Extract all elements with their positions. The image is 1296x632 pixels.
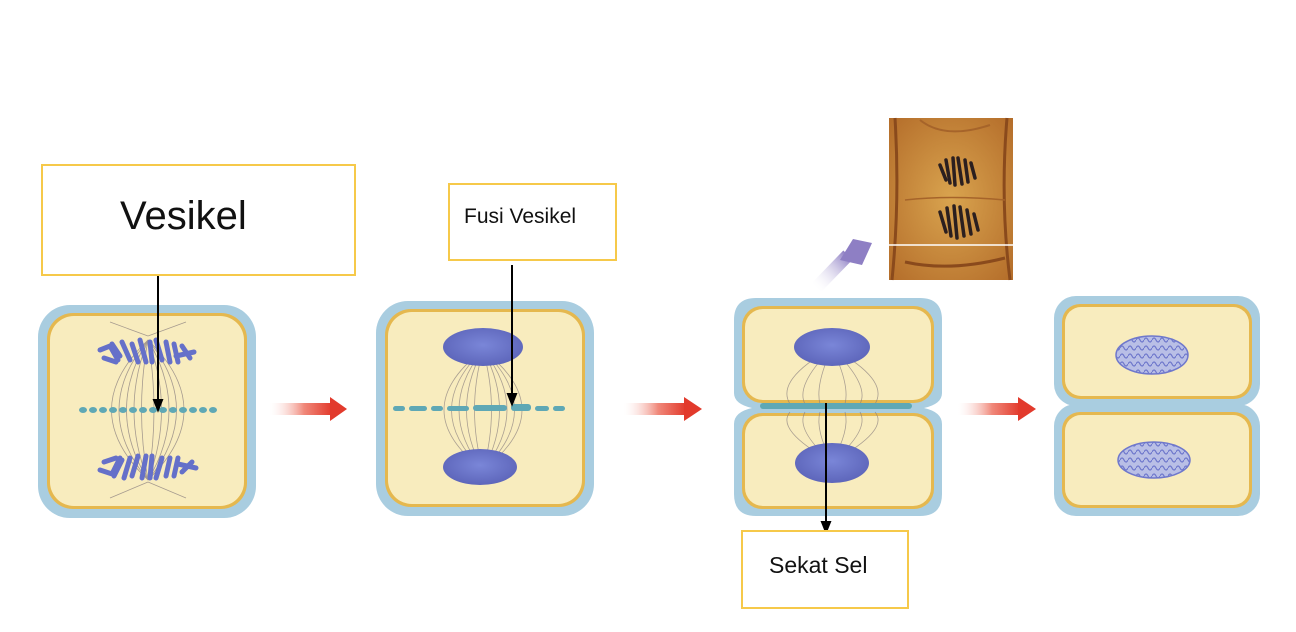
progression-arrow-1 <box>270 397 347 421</box>
nucleus-bottom <box>443 449 517 485</box>
pointer-vesikel <box>152 276 164 413</box>
pointer-fusi-vesikel <box>506 265 518 407</box>
label-sekat-sel: Sekat Sel <box>741 530 909 609</box>
chromosomes-bottom <box>97 453 199 481</box>
nucleus-top <box>443 328 523 366</box>
pointer-sekat-sel <box>820 403 832 535</box>
stage-3-cell <box>734 298 942 516</box>
chromosomes-top <box>97 337 197 365</box>
label-vesikel-text: Vesikel <box>120 194 247 238</box>
label-fusi-vesikel: Fusi Vesikel <box>448 183 617 261</box>
stage-2-cell <box>376 301 594 516</box>
stage-4-daughter-cells <box>1054 296 1260 516</box>
label-vesikel: Vesikel <box>41 164 356 276</box>
nucleus-top <box>794 328 870 366</box>
micrograph-chromosomes <box>938 156 980 240</box>
micrograph-photo <box>889 117 1013 281</box>
cell-plate <box>760 403 912 409</box>
vesicle-row <box>79 407 217 413</box>
stage-1-cell <box>38 305 256 518</box>
progression-arrow-2 <box>624 397 702 421</box>
nucleus-bottom <box>1117 441 1191 479</box>
nucleus-top <box>1115 335 1189 375</box>
progression-arrow-3 <box>958 397 1036 421</box>
micrograph-pointer-arrow <box>811 239 872 293</box>
nucleus-bottom <box>795 443 869 483</box>
fused-vesicles <box>393 404 565 411</box>
label-fusi-vesikel-text: Fusi Vesikel <box>464 205 577 228</box>
label-sekat-sel-text: Sekat Sel <box>769 552 868 578</box>
